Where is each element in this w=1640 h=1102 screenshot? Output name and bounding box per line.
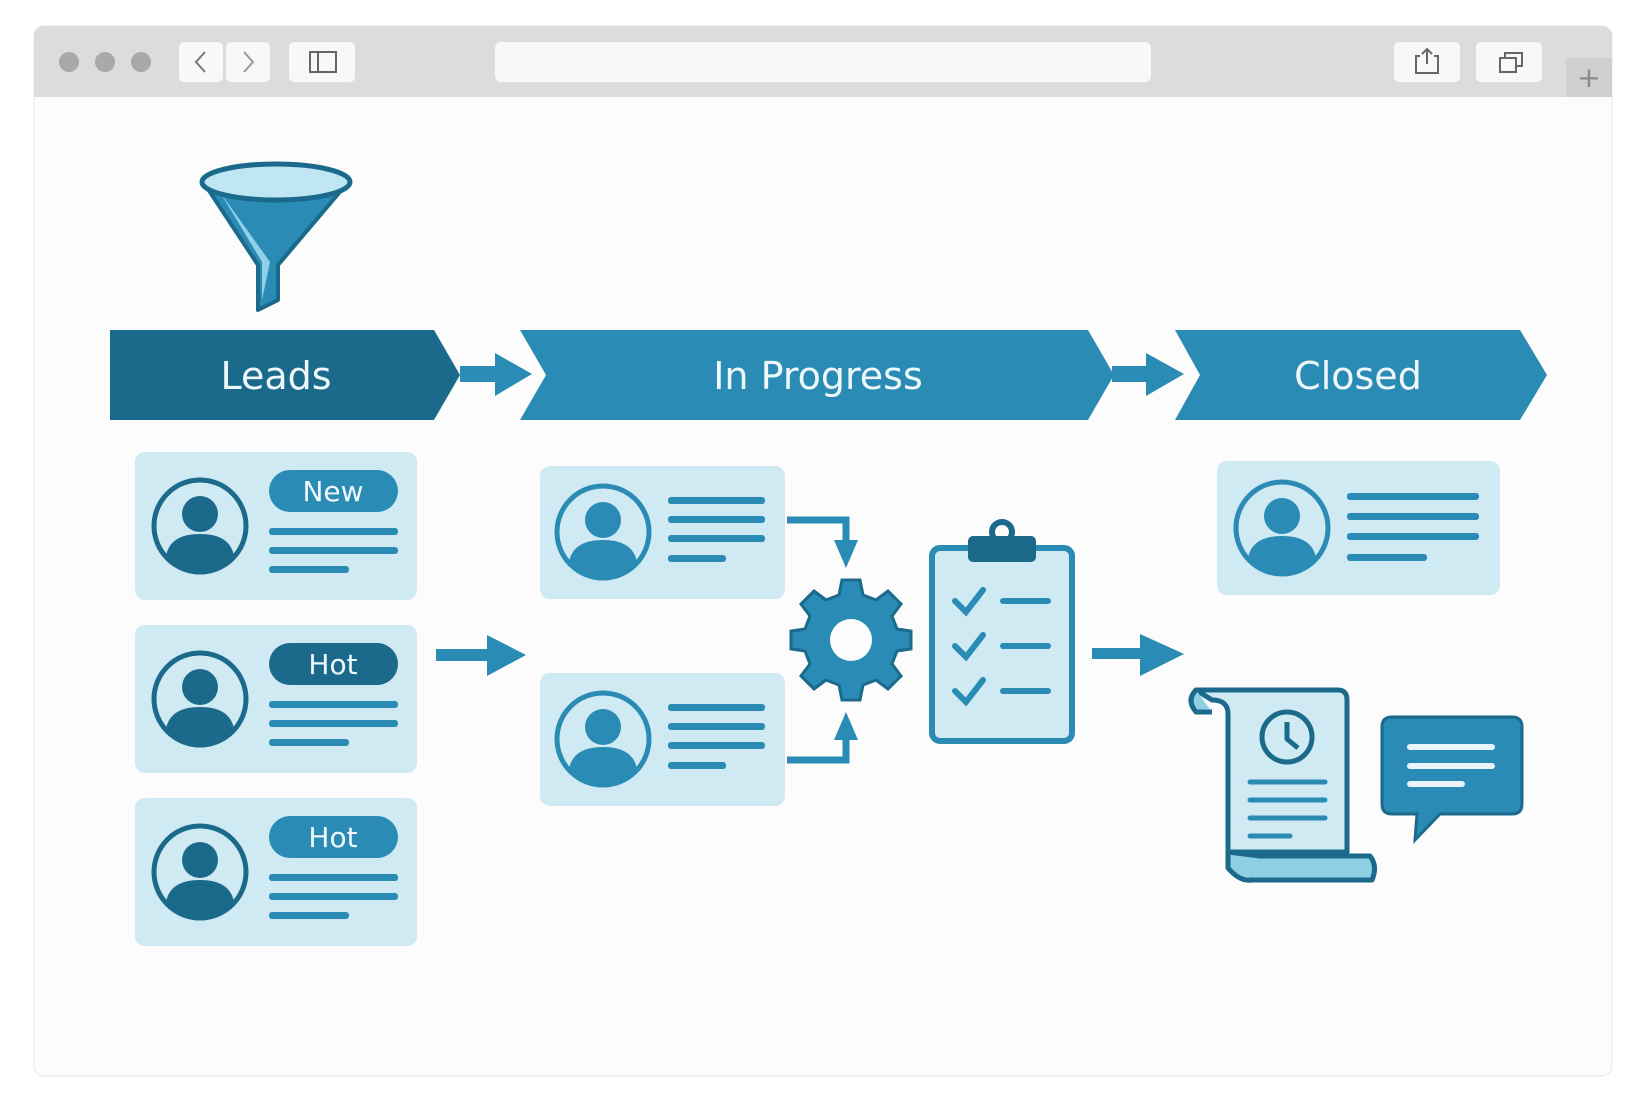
- new-tab-button[interactable]: +: [1566, 58, 1612, 97]
- window-minimize-dot[interactable]: [95, 52, 115, 72]
- arrow-icon: [436, 635, 526, 676]
- stage-closed: Closed: [1175, 330, 1547, 420]
- forward-button[interactable]: [226, 42, 270, 82]
- badge-label: Hot: [308, 821, 357, 854]
- arrow-icon: [460, 353, 532, 396]
- stage-label: Closed: [1294, 354, 1422, 398]
- stage-label: Leads: [220, 354, 331, 398]
- share-button[interactable]: [1394, 42, 1460, 82]
- tabs-button[interactable]: [1476, 42, 1542, 82]
- arrow-icon: [1092, 634, 1184, 676]
- clipboard-checklist-icon: [929, 519, 1075, 744]
- gear-icon: [789, 578, 913, 702]
- address-bar[interactable]: [495, 42, 1151, 82]
- window-close-dot[interactable]: [59, 52, 79, 72]
- funnel-icon: [199, 161, 353, 312]
- window-zoom-dot[interactable]: [131, 52, 151, 72]
- status-badge: [269, 816, 398, 858]
- arrow-icon: [787, 735, 850, 764]
- share-icon: [1415, 47, 1439, 74]
- status-badge: [269, 643, 398, 685]
- status-badge: [269, 470, 398, 512]
- contract-scroll-icon: [1188, 687, 1378, 883]
- sidebar-icon: [309, 51, 337, 73]
- chat-bubble-icon: [1380, 715, 1524, 845]
- stage-label: In Progress: [713, 354, 923, 398]
- tabs-icon: [1499, 52, 1523, 73]
- badge-label: Hot: [308, 648, 357, 681]
- arrow-head: [834, 712, 858, 740]
- arrow-icon: [1112, 353, 1184, 396]
- chevron-left-icon: [194, 51, 206, 73]
- arrow-head: [834, 540, 858, 568]
- arrow-icon: [787, 516, 850, 545]
- back-button[interactable]: [179, 42, 223, 82]
- lead-card[interactable]: Hot: [135, 625, 417, 773]
- sidebar-toggle-button[interactable]: [289, 42, 355, 82]
- badge-label: New: [302, 475, 363, 508]
- plus-icon: +: [1577, 61, 1600, 94]
- deal-card[interactable]: [540, 466, 785, 599]
- closed-deal-card[interactable]: [1217, 461, 1500, 595]
- stage-leads: Leads: [110, 330, 460, 420]
- stage-in-progress: In Progress: [520, 330, 1114, 420]
- lead-card[interactable]: New: [135, 452, 417, 600]
- chevron-right-icon: [243, 51, 255, 73]
- lead-card[interactable]: Hot: [135, 798, 417, 946]
- deal-card[interactable]: [540, 673, 785, 806]
